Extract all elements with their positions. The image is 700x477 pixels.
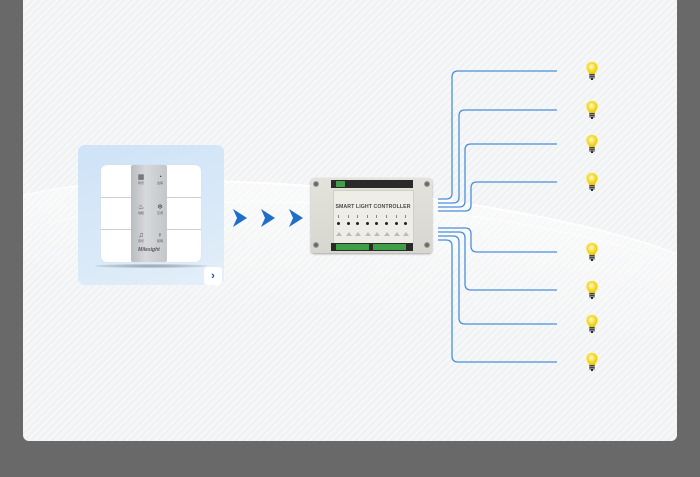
channel-tick [338, 215, 339, 218]
channel-led [356, 222, 360, 225]
light-bulb-icon [585, 172, 599, 196]
channel-tick [395, 215, 397, 218]
screw [424, 181, 430, 187]
fire-icon: ♨ [137, 204, 145, 211]
light-bulb-icon [585, 100, 599, 124]
channel-tick [347, 215, 349, 218]
channel-triangle [336, 232, 342, 236]
wire [438, 231, 557, 291]
controller-power-terminal [336, 181, 345, 187]
wire [438, 109, 557, 204]
controller-output-terminal [373, 244, 406, 250]
channel-led [346, 222, 350, 225]
flow-arrow-icon [261, 209, 275, 227]
channel-triangle [374, 232, 381, 236]
channel-led [394, 222, 398, 225]
light-bulb-icon [585, 352, 599, 376]
next-button[interactable]: › [204, 267, 222, 285]
channel-led [337, 222, 340, 225]
key-ac[interactable]: ❄空调 [153, 204, 167, 215]
brand-logo: Milesight [138, 247, 160, 253]
grid-icon: ▦ [137, 174, 145, 181]
wire [438, 143, 557, 208]
channel-triangle [384, 232, 390, 236]
channel-tick [405, 215, 407, 218]
key-scene[interactable]: ▦场景 [134, 174, 148, 185]
controller-output-terminal [336, 244, 369, 250]
channel-triangle [355, 232, 362, 236]
flow-arrow-icon [233, 209, 247, 227]
channel-triangle [403, 232, 410, 236]
channel-triangle [364, 232, 371, 236]
switch-key-strip [131, 165, 167, 262]
controller-label: SMART LIGHT CONTROLLER [335, 204, 411, 210]
channel-tick [366, 215, 368, 218]
snowflake-icon: ❄ [157, 204, 163, 211]
light-bulb-icon [585, 280, 599, 304]
channel-tick [357, 215, 359, 218]
wire [438, 239, 557, 363]
controller-bottom-terminal [331, 243, 413, 251]
light-bulb-icon [585, 242, 599, 266]
channel-triangle [345, 232, 352, 236]
wire [438, 227, 557, 253]
key-mode[interactable]: ◔会客 [153, 174, 167, 185]
bulb-icon: ♀ [157, 232, 163, 239]
key-lighting[interactable]: ♀照明 [153, 232, 167, 243]
channel-led [385, 222, 388, 225]
key-heating[interactable]: ♨地暖 [134, 204, 148, 215]
mode-icon: ◔ [157, 174, 163, 181]
light-bulb-icon [585, 61, 599, 85]
light-bulb-icon [585, 314, 599, 338]
channel-tick [376, 215, 378, 218]
light-bulb-icon [585, 134, 599, 158]
channel-led [365, 222, 369, 225]
wire [438, 181, 557, 212]
channel-triangle [393, 232, 400, 236]
wire [438, 70, 557, 200]
screw [424, 242, 430, 248]
panel-shadow [95, 264, 207, 268]
screw [313, 242, 319, 248]
music-icon: ♫ [138, 232, 144, 239]
screw [313, 181, 319, 187]
channel-led [404, 222, 408, 225]
channel-tick [386, 215, 387, 218]
flow-arrow-icon [289, 209, 303, 227]
channel-led [375, 222, 379, 225]
wire [438, 235, 557, 325]
key-music[interactable]: ♫音乐 [134, 232, 148, 243]
controller-top-terminal [331, 180, 413, 188]
